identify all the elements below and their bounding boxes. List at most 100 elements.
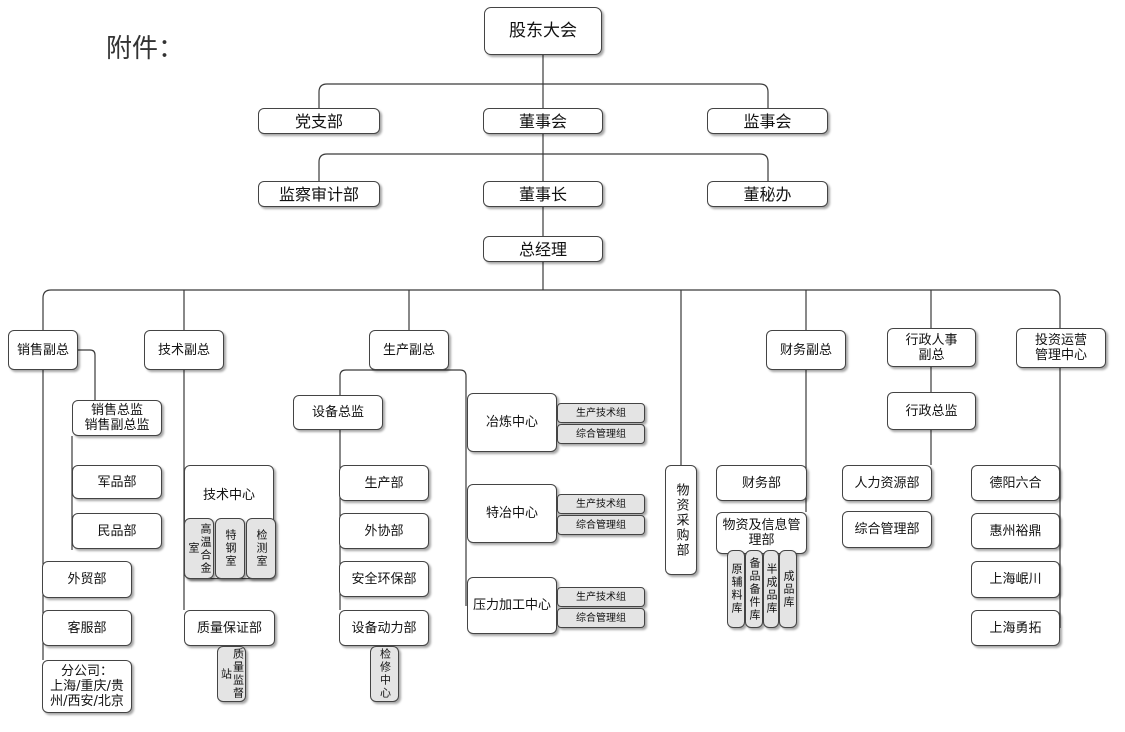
pressure-processing-label: 压力加工中心 [472, 598, 551, 613]
production-dept-label: 生产部 [364, 475, 404, 491]
admin-vp-label: 行政人事 副总 [905, 332, 958, 363]
equipment-director: 设备总监 [293, 395, 383, 430]
general-manager: 总经理 [483, 236, 603, 262]
special-smelting-label: 特冶中心 [485, 506, 538, 521]
special-smelting-center: 特冶中心 [467, 484, 557, 543]
chairman: 董事长 [483, 181, 603, 207]
warehouse-spare-parts: 备品备件库 [745, 550, 763, 628]
safety-env-dept: 安全环保部 [339, 561, 429, 597]
group-label: 生产技术组 [576, 591, 626, 603]
procurement-label: 物资采购部 [673, 482, 689, 558]
repair-label: 检修中心 [378, 648, 392, 700]
materials-info-dept: 物资及信息管理部 [716, 512, 807, 554]
group-label: 综合管理组 [576, 428, 626, 440]
equipment-director-label: 设备总监 [311, 405, 364, 420]
sales-director: 销售总监 销售副总监 [72, 400, 162, 436]
chairman-label: 董事长 [518, 184, 567, 204]
group-label: 综合管理组 [576, 612, 626, 624]
customer-service-label: 客服部 [67, 620, 107, 636]
lab-label: 特钢室 [224, 529, 237, 568]
customer-service-dept: 客服部 [42, 610, 132, 646]
special-mgmt-group: 综合管理组 [557, 515, 645, 535]
equipment-power-label: 设备动力部 [351, 620, 417, 636]
finance-vp-label: 财务副总 [779, 342, 832, 358]
attachment-label: 附件： [106, 34, 185, 64]
warehouse-label: 成品库 [782, 569, 795, 609]
warehouse-label: 半成品库 [765, 563, 778, 615]
supervisors-label: 监事会 [743, 111, 792, 131]
sales-vp: 销售副总 [8, 330, 78, 370]
foreign-trade-dept: 外贸部 [42, 561, 132, 598]
gm-label: 总经理 [518, 239, 567, 259]
admin-director-label: 行政总监 [905, 403, 958, 419]
finance-dept: 财务部 [716, 465, 807, 501]
lab-high-temp-alloy: 高温合金室 [184, 518, 214, 579]
materials-label: 物资及信息管理部 [722, 518, 801, 548]
outsourcing-label: 外协部 [364, 523, 404, 539]
production-vp: 生产副总 [369, 330, 449, 370]
party-branch-label: 党支部 [294, 111, 343, 131]
admin-director: 行政总监 [887, 392, 976, 430]
shareholders-label: 股东大会 [509, 20, 577, 41]
group-label: 生产技术组 [576, 498, 626, 510]
safety-env-label: 安全环保部 [351, 571, 417, 587]
admin-hr-vp: 行政人事 副总 [887, 328, 976, 367]
pressure-mgmt-group: 综合管理组 [557, 608, 645, 628]
sales-director-label: 销售总监 销售副总监 [84, 403, 150, 433]
investment-center: 投资运营 管理中心 [1016, 328, 1106, 368]
pressure-processing-center: 压力加工中心 [467, 577, 557, 634]
warehouse-semi-finished: 半成品库 [763, 550, 779, 628]
warehouse-finished: 成品库 [779, 550, 797, 628]
military-label: 军品部 [97, 474, 137, 490]
secretary-label: 董秘办 [743, 184, 792, 204]
hr-dept: 人力资源部 [842, 465, 932, 501]
tech-vp-label: 技术副总 [157, 342, 210, 358]
lab-label: 检测室 [255, 529, 268, 568]
smelting-label: 冶炼中心 [485, 415, 538, 430]
group-label: 生产技术组 [576, 407, 626, 419]
outsourcing-dept: 外协部 [339, 513, 429, 549]
board-label: 董事会 [518, 111, 567, 131]
foreign-trade-label: 外贸部 [67, 572, 107, 587]
civil-label: 民品部 [97, 523, 137, 539]
lab-special-steel: 特钢室 [215, 518, 245, 579]
smelting-center: 冶炼中心 [467, 393, 557, 452]
party-branch: 党支部 [258, 108, 380, 134]
quality-supervision-station: 质量监督站 [217, 646, 246, 702]
company-label: 上海岷川 [989, 572, 1042, 587]
branch-offices: 分公司： 上海/重庆/贵州/西安/北京 [42, 660, 132, 713]
pressure-tech-group: 生产技术组 [557, 587, 645, 607]
sales-vp-label: 销售副总 [16, 342, 69, 358]
company-label: 德阳六合 [989, 475, 1042, 491]
quality-station-label: 质量监督站 [219, 648, 245, 700]
company-huizhou-yuding: 惠州裕鼎 [971, 513, 1060, 549]
audit-label: 监察审计部 [278, 184, 359, 204]
warehouse-label: 原辅料库 [730, 563, 743, 615]
tech-vp: 技术副总 [144, 330, 224, 370]
lab-testing: 检测室 [246, 518, 276, 579]
hr-label: 人力资源部 [854, 475, 920, 491]
special-tech-group: 生产技术组 [557, 494, 645, 514]
military-products-dept: 军品部 [72, 465, 162, 499]
civil-products-dept: 民品部 [72, 513, 162, 549]
production-vp-label: 生产副总 [382, 342, 435, 358]
group-label: 综合管理组 [576, 519, 626, 531]
company-shanghai-yongtuo: 上海勇拓 [971, 610, 1060, 646]
warehouse-raw-materials: 原辅料库 [727, 550, 745, 628]
production-dept: 生产部 [339, 465, 429, 501]
general-admin-dept: 综合管理部 [842, 511, 932, 548]
company-label: 惠州裕鼎 [989, 523, 1042, 539]
quality-assurance-dept: 质量保证部 [184, 610, 275, 646]
board-of-directors: 董事会 [483, 108, 603, 134]
repair-center: 检修中心 [370, 646, 399, 702]
board-of-supervisors: 监事会 [707, 108, 828, 134]
board-secretary-office: 董秘办 [707, 181, 828, 207]
tech-center-label: 技术中心 [202, 488, 255, 503]
branches-label: 分公司： 上海/重庆/贵州/西安/北京 [50, 664, 124, 709]
smelting-mgmt-group: 综合管理组 [557, 424, 645, 444]
warehouse-label: 备品备件库 [748, 556, 761, 622]
lab-label: 高温合金室 [187, 522, 212, 575]
general-admin-label: 综合管理部 [854, 522, 920, 537]
finance-vp: 财务副总 [766, 330, 846, 370]
audit-dept: 监察审计部 [258, 181, 380, 207]
